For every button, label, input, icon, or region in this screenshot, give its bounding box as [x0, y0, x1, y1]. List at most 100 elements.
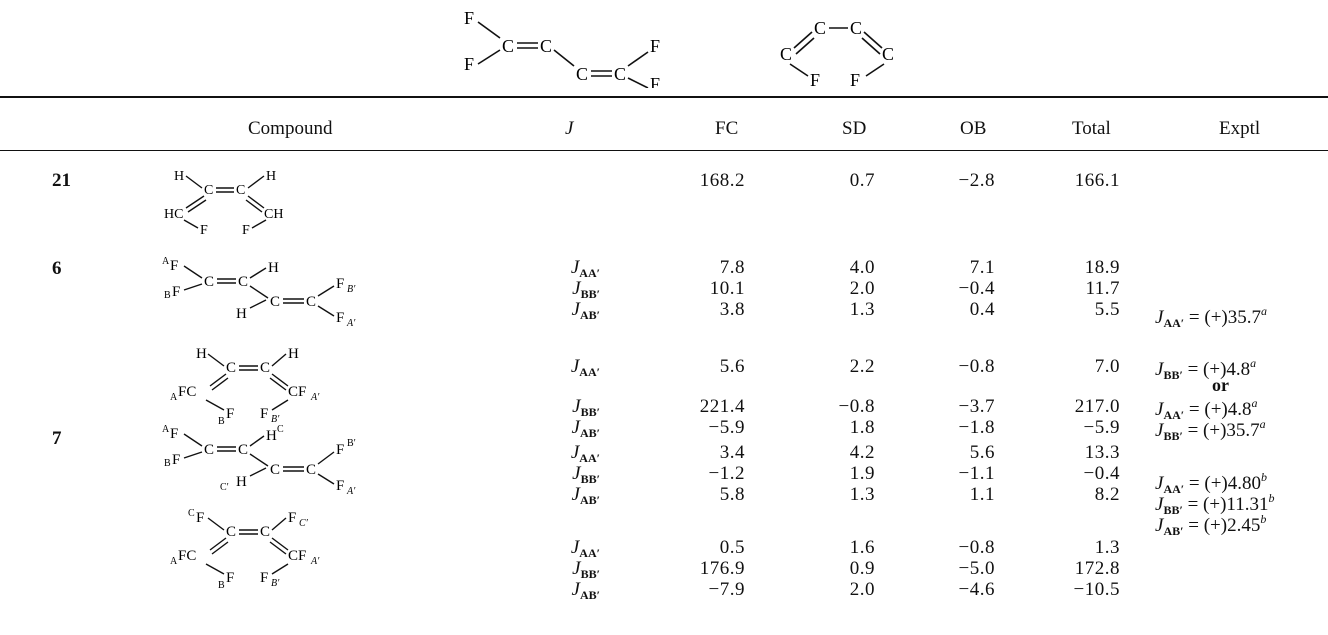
value-ob: −3.7 [958, 396, 995, 417]
exptl-value: JBB′ = (+)35.7a [1155, 417, 1266, 443]
label-c-prime: C′ [299, 518, 309, 529]
structure-7-trans: A F B F C C H C C′ H C C F B′ F A′ [162, 424, 356, 497]
atom-c: C [226, 360, 236, 376]
atom-h: H [266, 169, 276, 184]
header-ob: OB [960, 118, 987, 139]
compound-number: 6 [52, 258, 62, 279]
value-fc: 0.5 [719, 537, 745, 558]
atom-c: C [260, 360, 270, 376]
atom-h: H [236, 474, 247, 490]
value-total: 7.0 [1094, 356, 1120, 377]
atom-f: F [170, 258, 178, 274]
atom-f: F [172, 284, 180, 300]
atom-f: F [650, 74, 660, 88]
exptl-or: or [1212, 375, 1229, 395]
compound-number: 7 [52, 428, 62, 449]
label-a-prime: A′ [346, 318, 356, 326]
atom-f: F [200, 223, 208, 238]
coupling-label: JAB′ [571, 484, 600, 507]
atom-f: F [650, 36, 660, 56]
value-total: 1.3 [1094, 537, 1120, 558]
value-ob: −4.6 [958, 579, 995, 600]
trans-difluoro-butadiene-structure: F F C C C C F F [464, 8, 660, 88]
label-c: C [277, 424, 284, 435]
atom-f: F [260, 570, 268, 586]
atom-c: C [780, 44, 792, 64]
atom-c: C [238, 442, 248, 458]
coupling-label: JBB′ [572, 558, 600, 581]
value-ob: 7.1 [969, 257, 995, 278]
structure-21: H C C H HC CH F F [164, 169, 283, 238]
atom-f: F [170, 426, 178, 442]
atom-c: C [502, 36, 514, 56]
value-fc: −5.9 [708, 417, 745, 438]
atom-c: C [540, 36, 552, 56]
coupling-label: JBB′ [572, 463, 600, 486]
atom-h: H [196, 346, 207, 362]
label-a: A [170, 556, 178, 567]
header-fc: FC [715, 118, 739, 139]
label-b-prime: B′ [347, 438, 356, 449]
value-ob: 5.6 [969, 442, 995, 463]
atom-c: C [306, 294, 316, 310]
value-ob: −0.4 [958, 278, 995, 299]
atom-c: C [270, 462, 280, 478]
atom-f: F [810, 70, 820, 88]
value-fc: −7.9 [708, 579, 745, 600]
value-total: 217.0 [1074, 396, 1120, 417]
atom-f: F [260, 406, 268, 422]
exptl-value: JAB′ = (+)2.45b [1155, 512, 1267, 538]
header-sd: SD [842, 118, 867, 139]
header-compound: Compound [248, 118, 333, 139]
value-total: 11.7 [1085, 278, 1120, 299]
atom-f: F [336, 478, 344, 494]
value-total: 172.8 [1074, 558, 1120, 579]
atom-c: C [204, 183, 213, 198]
label-c-prime: C′ [220, 482, 229, 493]
header-exptl: Exptl [1219, 118, 1261, 139]
coupling-label: JAA′ [570, 537, 600, 560]
value-sd: 1.8 [849, 417, 875, 438]
value-ob: −1.1 [958, 463, 995, 484]
atom-c: C [814, 18, 826, 38]
structure-6-trans: A F B F C C H H C C F B′ F A′ [162, 256, 356, 326]
coupling-label: JAA′ [570, 257, 600, 280]
label-b: B [218, 416, 225, 424]
value-total: −0.4 [1083, 463, 1120, 484]
value-total: 5.5 [1094, 299, 1120, 320]
label-a-prime: A′ [310, 556, 320, 567]
atom-h: H [288, 346, 299, 362]
atom-c: C [576, 64, 588, 84]
exptl-value: JAA′ = (+)35.7a [1155, 304, 1267, 330]
value-fc: 7.8 [719, 257, 745, 278]
atom-c: C [204, 442, 214, 458]
atom-f: F [288, 510, 296, 526]
atom-f: F [172, 452, 180, 468]
coupling-label: JAA′ [570, 442, 600, 465]
atom-c: C [614, 64, 626, 84]
value-fc: 5.8 [719, 484, 745, 505]
atom-c: C [306, 462, 316, 478]
value-sd: 1.3 [849, 299, 875, 320]
atom-f: F [464, 8, 474, 28]
value-ob: −0.8 [958, 537, 995, 558]
atom-f: F [850, 70, 860, 88]
value-ob: 1.1 [969, 484, 995, 505]
label-b-prime: B′ [347, 284, 356, 295]
label-a: A [162, 424, 170, 435]
header-rule [0, 150, 1328, 151]
coupling-label: JAB′ [571, 417, 600, 440]
value-fc: 10.1 [709, 278, 745, 299]
atom-f: F [336, 310, 344, 326]
label-c: C [188, 508, 195, 519]
header-j: J [565, 118, 574, 139]
exptl-value: JBB′ = (+)11.31b [1155, 491, 1275, 517]
label-a-prime: A′ [310, 392, 320, 403]
value-ob: −2.8 [958, 170, 995, 191]
label-a: A [162, 256, 170, 267]
atom-c: C [236, 183, 245, 198]
exptl-value: JAA′ = (+)4.8a [1155, 396, 1258, 422]
atom-cf: CF [288, 384, 306, 400]
label-b: B [164, 290, 171, 301]
value-sd: 0.7 [849, 170, 875, 191]
